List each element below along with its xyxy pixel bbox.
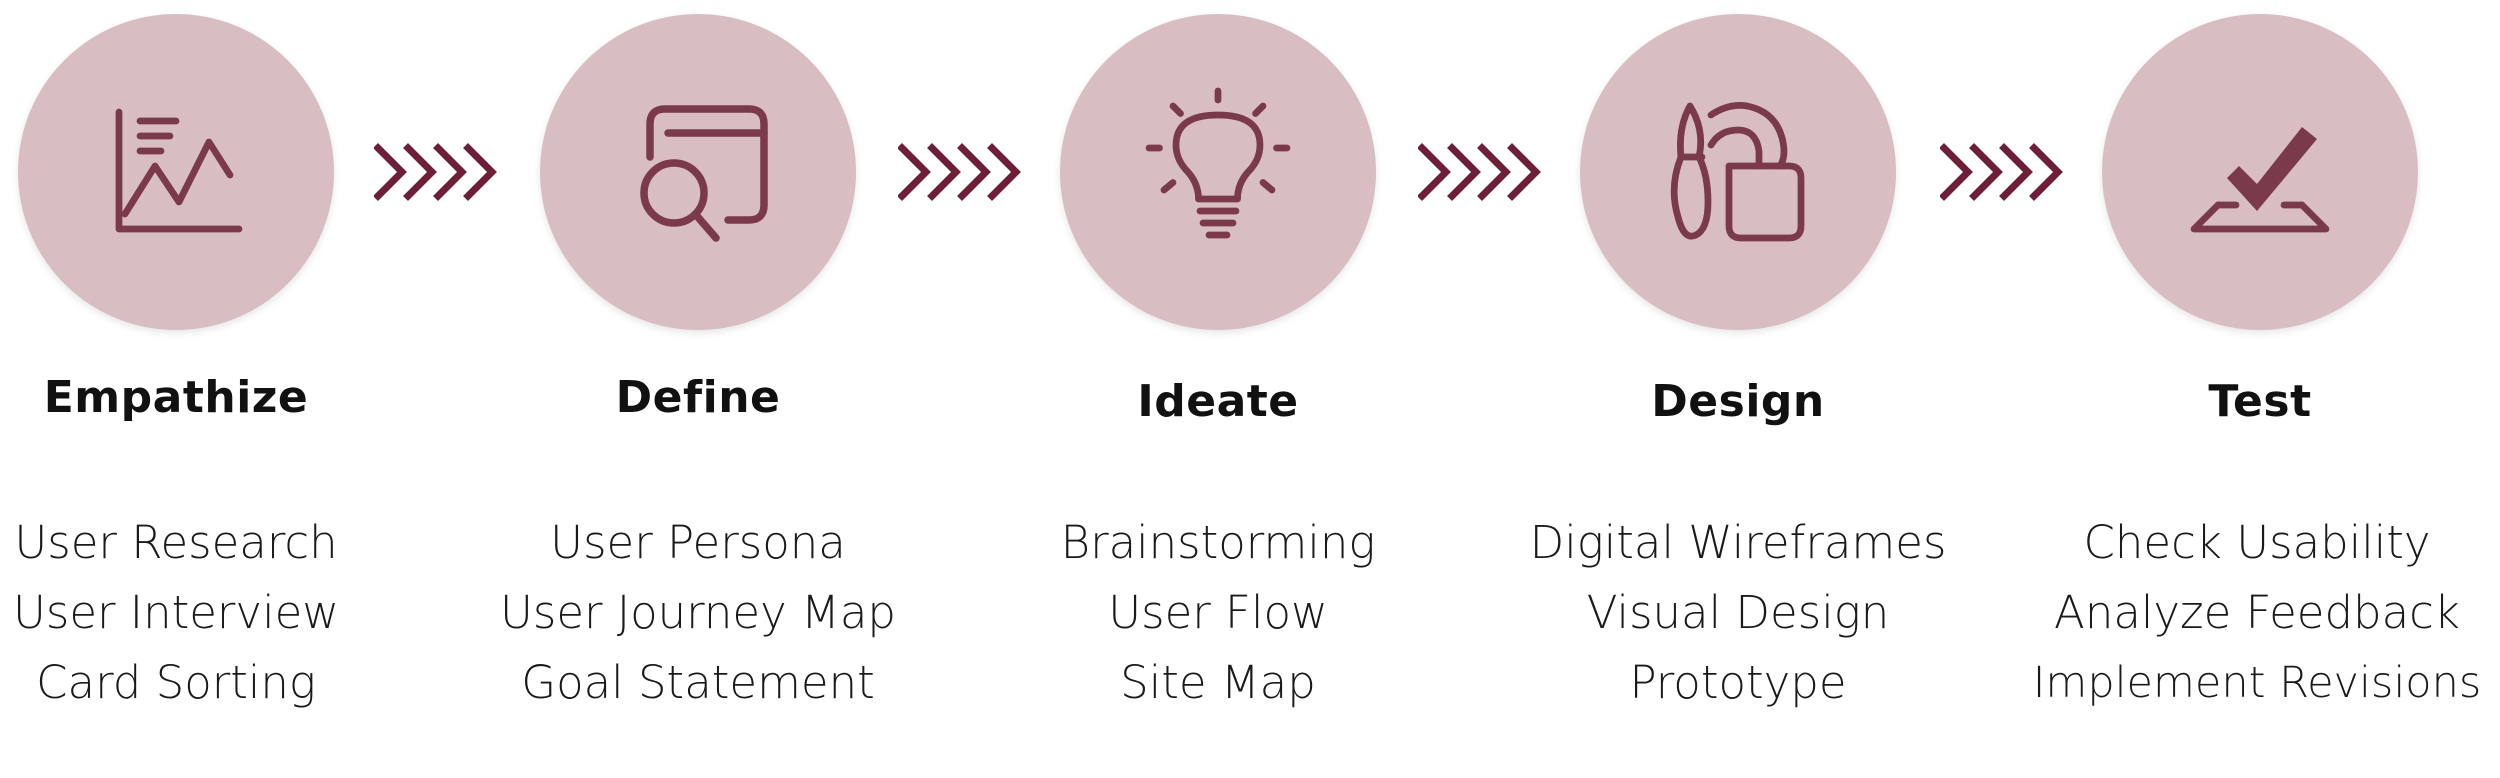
stage-circle-ideate [1060,14,1376,330]
list-item: Visual Design [1586,586,1890,639]
stage-circle-define [540,14,856,330]
list-item: Check Usability [2083,516,2431,569]
checkmark-icon [2190,127,2330,233]
stage-circle-empathize [18,14,334,330]
connector-arrows-2 [897,142,1026,202]
list-item: User Flow [1108,586,1328,639]
list-item: User Research [14,516,338,569]
chevron-arrows-icon [1939,143,2063,201]
stage-title-test: Test [2208,376,2312,427]
stage-items-ideate: Brainstorming User Flow Site Map [978,508,1458,718]
list-item: User Persona [550,516,846,569]
list-item: User Journey Map [499,586,896,639]
list-item: Implement Revisions [2032,658,2482,708]
design-tools-icon [1670,102,1805,242]
list-item: Card Sorting [36,656,316,709]
connector-arrows-3 [1417,142,1546,202]
list-item: Goal Statement [521,656,875,709]
stage-title-empathize: Empathize [43,372,309,423]
list-item: Digital Wireframes [1529,516,1947,569]
stage-title-ideate: Ideate [1137,376,1299,427]
list-item: User Interview [12,586,340,639]
chart-icon [115,108,243,233]
stage-items-design: Digital Wireframes Visual Design Prototy… [1498,508,1978,718]
chevron-arrows-icon [1417,143,1541,201]
stage-items-test: Check Usability Analyze Feedback Impleme… [2022,508,2492,718]
chevron-arrows-icon [897,143,1021,201]
stage-items-define: User Persona User Journey Map Goal State… [458,508,938,718]
search-window-icon [640,105,768,242]
stage-title-design: Design [1651,376,1825,427]
lightbulb-icon [1145,87,1291,239]
list-item: Brainstorming [1060,516,1376,569]
stage-title-define: Define [615,372,781,423]
stage-circle-design [1580,14,1896,330]
connector-arrows-1 [373,142,502,202]
connector-arrows-4 [1939,142,2068,202]
chevron-arrows-icon [373,143,497,201]
stage-circle-test [2102,14,2418,330]
list-item: Site Map [1120,656,1316,709]
list-item: Analyze Feedback [2054,586,2460,639]
list-item: Prototype [1629,656,1847,709]
stage-items-empathize: User Research User Interview Card Sortin… [0,508,416,718]
